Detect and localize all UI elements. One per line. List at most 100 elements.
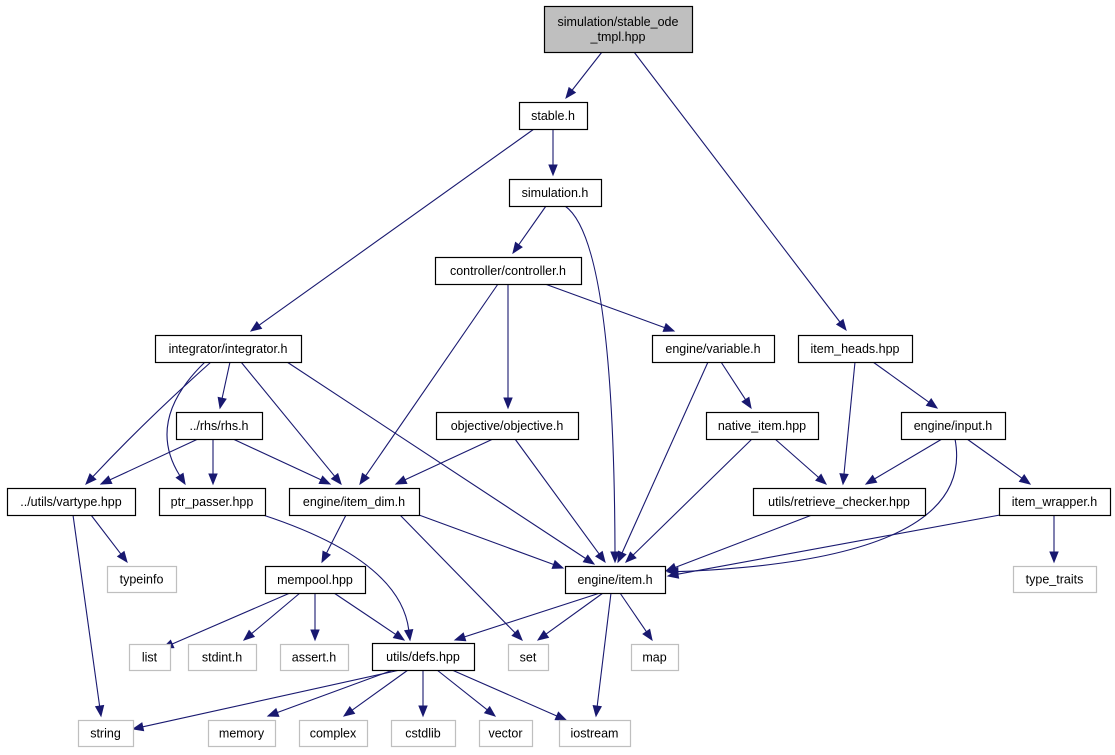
edge-defs-to-string bbox=[131, 669, 401, 732]
node-box bbox=[558, 719, 632, 748]
node-box bbox=[77, 719, 135, 748]
edge-line bbox=[514, 438, 600, 555]
node-native-item[interactable]: native_item.hpp bbox=[705, 411, 820, 441]
arrow-head-icon bbox=[666, 569, 680, 579]
arrow-head-icon bbox=[592, 705, 602, 718]
edge-line bbox=[109, 438, 199, 481]
node-item-dim[interactable]: engine/item_dim.h bbox=[288, 487, 421, 517]
node-box bbox=[508, 178, 603, 208]
node-label: simulation.h bbox=[522, 186, 589, 200]
node-item-wrapper[interactable]: item_wrapper.h bbox=[998, 487, 1112, 517]
node-set[interactable]: set bbox=[507, 643, 550, 672]
arrow-head-icon bbox=[582, 554, 596, 565]
edge-mempool-to-assert bbox=[310, 593, 320, 642]
edge-line bbox=[774, 438, 819, 478]
node-type-traits[interactable]: type_traits bbox=[1012, 565, 1098, 594]
arrow-head-icon bbox=[99, 475, 113, 485]
node-input[interactable]: engine/input.h bbox=[900, 411, 1007, 441]
node-label: iostream bbox=[571, 727, 619, 741]
node-map[interactable]: map bbox=[630, 643, 680, 672]
edge-line bbox=[544, 283, 665, 329]
node-complex[interactable]: complex bbox=[298, 719, 369, 748]
node-stdint[interactable]: stdint.h bbox=[187, 643, 258, 672]
node-label: engine/input.h bbox=[914, 419, 993, 433]
node-list[interactable]: list bbox=[128, 643, 172, 672]
edge-line bbox=[333, 592, 397, 635]
node-label: controller/controller.h bbox=[450, 264, 566, 278]
node-box bbox=[651, 334, 776, 364]
arrow-head-icon bbox=[625, 551, 637, 563]
node-label: item_heads.hpp bbox=[811, 342, 900, 356]
edge-item_dim-to-mempool bbox=[321, 514, 347, 564]
node-label: type_traits bbox=[1026, 573, 1084, 587]
arrow-head-icon bbox=[548, 164, 558, 177]
edge-rhs-to-item_dim bbox=[232, 438, 332, 485]
arrow-head-icon bbox=[208, 473, 218, 486]
node-string[interactable]: string bbox=[77, 719, 135, 748]
node-item[interactable]: engine/item.h bbox=[564, 565, 667, 595]
edge-line bbox=[720, 361, 746, 400]
edge-line bbox=[92, 361, 212, 478]
edge-line bbox=[436, 669, 488, 711]
arrow-head-icon bbox=[266, 707, 280, 717]
edge-mempool-to-defs bbox=[333, 592, 406, 641]
node-retrieve-checker[interactable]: utils/retrieve_checker.hpp bbox=[752, 487, 927, 517]
edge-item_dim-to-set bbox=[399, 514, 523, 641]
node-label: ../utils/vartype.hpp bbox=[20, 495, 121, 509]
edge-simulation-to-controller bbox=[512, 205, 547, 255]
node-defs[interactable]: utils/defs.hpp bbox=[371, 642, 476, 672]
edge-line bbox=[72, 514, 101, 707]
node-box bbox=[518, 101, 589, 131]
node-variable[interactable]: engine/variable.h bbox=[651, 334, 776, 364]
node-vartype[interactable]: ../utils/vartype.hpp bbox=[6, 487, 137, 517]
edge-line bbox=[874, 438, 943, 480]
node-rhs[interactable]: ../rhs/rhs.h bbox=[175, 411, 264, 441]
edge-layer bbox=[72, 51, 1059, 732]
node-label: native_item.hpp bbox=[718, 419, 806, 433]
node-box bbox=[175, 411, 264, 441]
node-root[interactable]: simulation/stable_ode_tmpl.hpp bbox=[543, 5, 694, 54]
node-typeinfo[interactable]: typeinfo bbox=[106, 565, 178, 594]
node-vector[interactable]: vector bbox=[478, 719, 534, 748]
edge-root-to-item_heads bbox=[633, 51, 847, 332]
edge-simulation-to-item bbox=[564, 205, 620, 564]
node-stable[interactable]: stable.h bbox=[518, 101, 589, 131]
node-controller[interactable]: controller/controller.h bbox=[434, 256, 583, 286]
node-integrator[interactable]: integrator/integrator.h bbox=[154, 334, 303, 364]
node-box bbox=[900, 411, 1007, 441]
edge-native_item-to-item bbox=[625, 438, 753, 563]
node-ptr-passer[interactable]: ptr_passer.hpp bbox=[158, 487, 267, 517]
node-item-heads[interactable]: item_heads.hpp bbox=[797, 334, 914, 364]
node-box bbox=[1012, 565, 1098, 594]
edge-line bbox=[351, 669, 409, 711]
arrow-head-icon bbox=[392, 630, 406, 641]
edge-item_wrapper-to-type_traits bbox=[1049, 515, 1059, 564]
arrow-head-icon bbox=[1018, 474, 1032, 485]
node-simulation[interactable]: simulation.h bbox=[508, 178, 603, 208]
edge-line bbox=[286, 361, 586, 559]
edge-objective-to-item_dim bbox=[394, 438, 494, 485]
node-label: engine/variable.h bbox=[665, 342, 760, 356]
node-iostream[interactable]: iostream bbox=[558, 719, 632, 748]
node-objective[interactable]: objective/objective.h bbox=[435, 411, 580, 441]
node-label: _tmpl.hpp bbox=[590, 30, 646, 44]
edge-native_item-to-retrieve_checker bbox=[774, 438, 828, 485]
node-label: set bbox=[520, 651, 537, 665]
node-box bbox=[128, 643, 172, 672]
node-box bbox=[6, 487, 137, 517]
node-assert[interactable]: assert.h bbox=[279, 643, 350, 672]
arrow-head-icon bbox=[330, 472, 342, 486]
edge-line bbox=[633, 51, 841, 323]
edge-rhs-to-ptr_passer bbox=[208, 439, 218, 486]
arrow-head-icon bbox=[342, 706, 356, 717]
arrow-head-icon bbox=[864, 474, 878, 485]
node-memory[interactable]: memory bbox=[207, 719, 277, 748]
node-cstdlib[interactable]: cstdlib bbox=[390, 719, 457, 748]
edge-line bbox=[451, 669, 558, 717]
arrow-head-icon bbox=[453, 632, 467, 642]
edge-stable-to-simulation bbox=[548, 129, 558, 177]
node-mempool[interactable]: mempool.hpp bbox=[264, 565, 367, 595]
edge-line bbox=[404, 438, 494, 481]
node-box bbox=[207, 719, 277, 748]
arrow-head-icon bbox=[741, 396, 752, 410]
